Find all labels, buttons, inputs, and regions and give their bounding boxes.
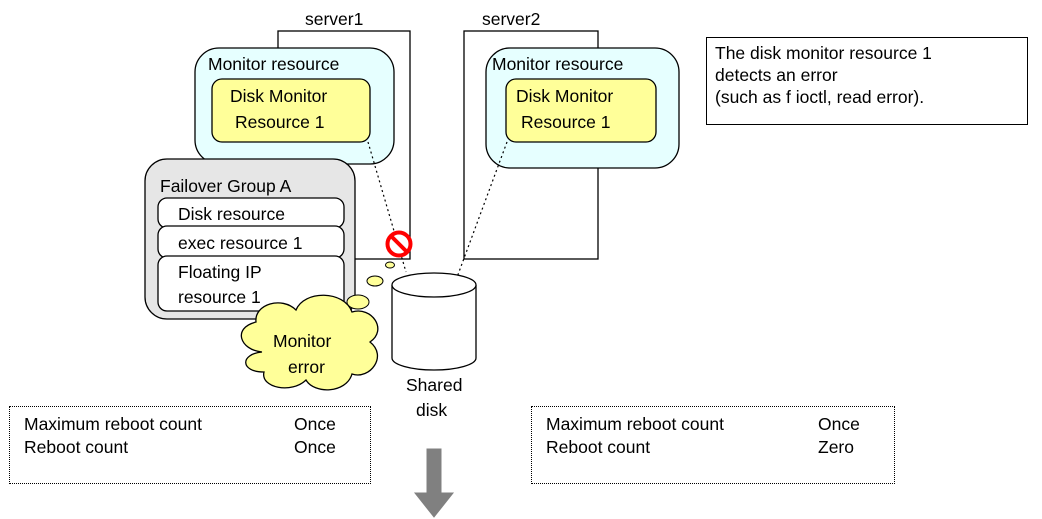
disk-monitor-resource-1-box <box>211 78 371 143</box>
server2-label: server2 <box>482 9 540 29</box>
prohibited-icon <box>385 230 413 258</box>
failover-group-title: Failover Group A <box>160 176 292 196</box>
monitor-error-cloud: Monitor error <box>240 294 379 391</box>
counter-value: Once <box>818 414 860 434</box>
monitor-resource-box-1: Monitor resource Disk Monitor Resource 1 <box>194 47 395 165</box>
counter-value: Once <box>294 437 336 457</box>
reboot-counter-server2: Maximum reboot count Once Reboot count Z… <box>531 406 895 484</box>
monitor-resource-label-1: Monitor resource <box>208 54 339 74</box>
disk-monitor-resource-1-line1: Disk Monitor <box>230 86 327 106</box>
exec-resource-label: exec resource 1 <box>178 233 303 253</box>
disk-monitor-resource-2-box <box>505 78 657 143</box>
disk-monitor-resource-1-line2: Resource 1 <box>235 112 325 132</box>
monitor-error-line2: error <box>288 357 325 377</box>
note-line-3: (such as f ioctl, read error). <box>715 87 925 107</box>
thought-bubble-medium <box>366 275 384 287</box>
monitor-resource-label-2: Monitor resource <box>492 54 623 74</box>
reboot-counter-server1: Maximum reboot count Once Reboot count O… <box>9 406 371 484</box>
monitor-resource-box-2: Monitor resource Disk Monitor Resource 1 <box>485 47 680 169</box>
disk-resource-label: Disk resource <box>178 204 285 224</box>
floating-ip-resource-box <box>157 255 345 312</box>
disk-monitor-resource-2-line2: Resource 1 <box>521 112 611 132</box>
counter-label: Maximum reboot count <box>24 414 202 434</box>
floating-ip-resource-line1: Floating IP <box>178 262 262 282</box>
thought-bubble-large <box>346 294 370 310</box>
counter-row: Maximum reboot count Once <box>24 413 356 436</box>
counter-label: Reboot count <box>24 437 129 457</box>
note-line-2: detects an error <box>715 65 838 85</box>
counter-row: Reboot count Zero <box>546 436 880 459</box>
counter-value: Zero <box>818 437 854 457</box>
shared-disk-label-line2: disk <box>416 400 447 420</box>
disk-monitor-resource-2-line1: Disk Monitor <box>516 86 613 106</box>
counter-row: Reboot count Once <box>24 436 356 459</box>
error-description-note: The disk monitor resource 1 detects an e… <box>706 37 1028 125</box>
counter-value: Once <box>294 414 336 434</box>
floating-ip-resource-line2: resource 1 <box>178 287 261 307</box>
counter-row: Maximum reboot count Once <box>546 413 880 436</box>
monitor-error-line1: Monitor <box>273 331 332 351</box>
note-line-1: The disk monitor resource 1 <box>715 43 932 63</box>
counter-label: Reboot count <box>546 437 651 457</box>
failover-group-a: Failover Group A Disk resource exec reso… <box>144 158 356 320</box>
shared-disk-icon <box>391 272 477 371</box>
counter-label: Maximum reboot count <box>546 414 724 434</box>
server1-label: server1 <box>305 9 363 29</box>
thought-bubble-small <box>385 261 395 269</box>
shared-disk-label-line1: Shared <box>406 375 462 395</box>
down-arrow-icon <box>413 448 455 518</box>
